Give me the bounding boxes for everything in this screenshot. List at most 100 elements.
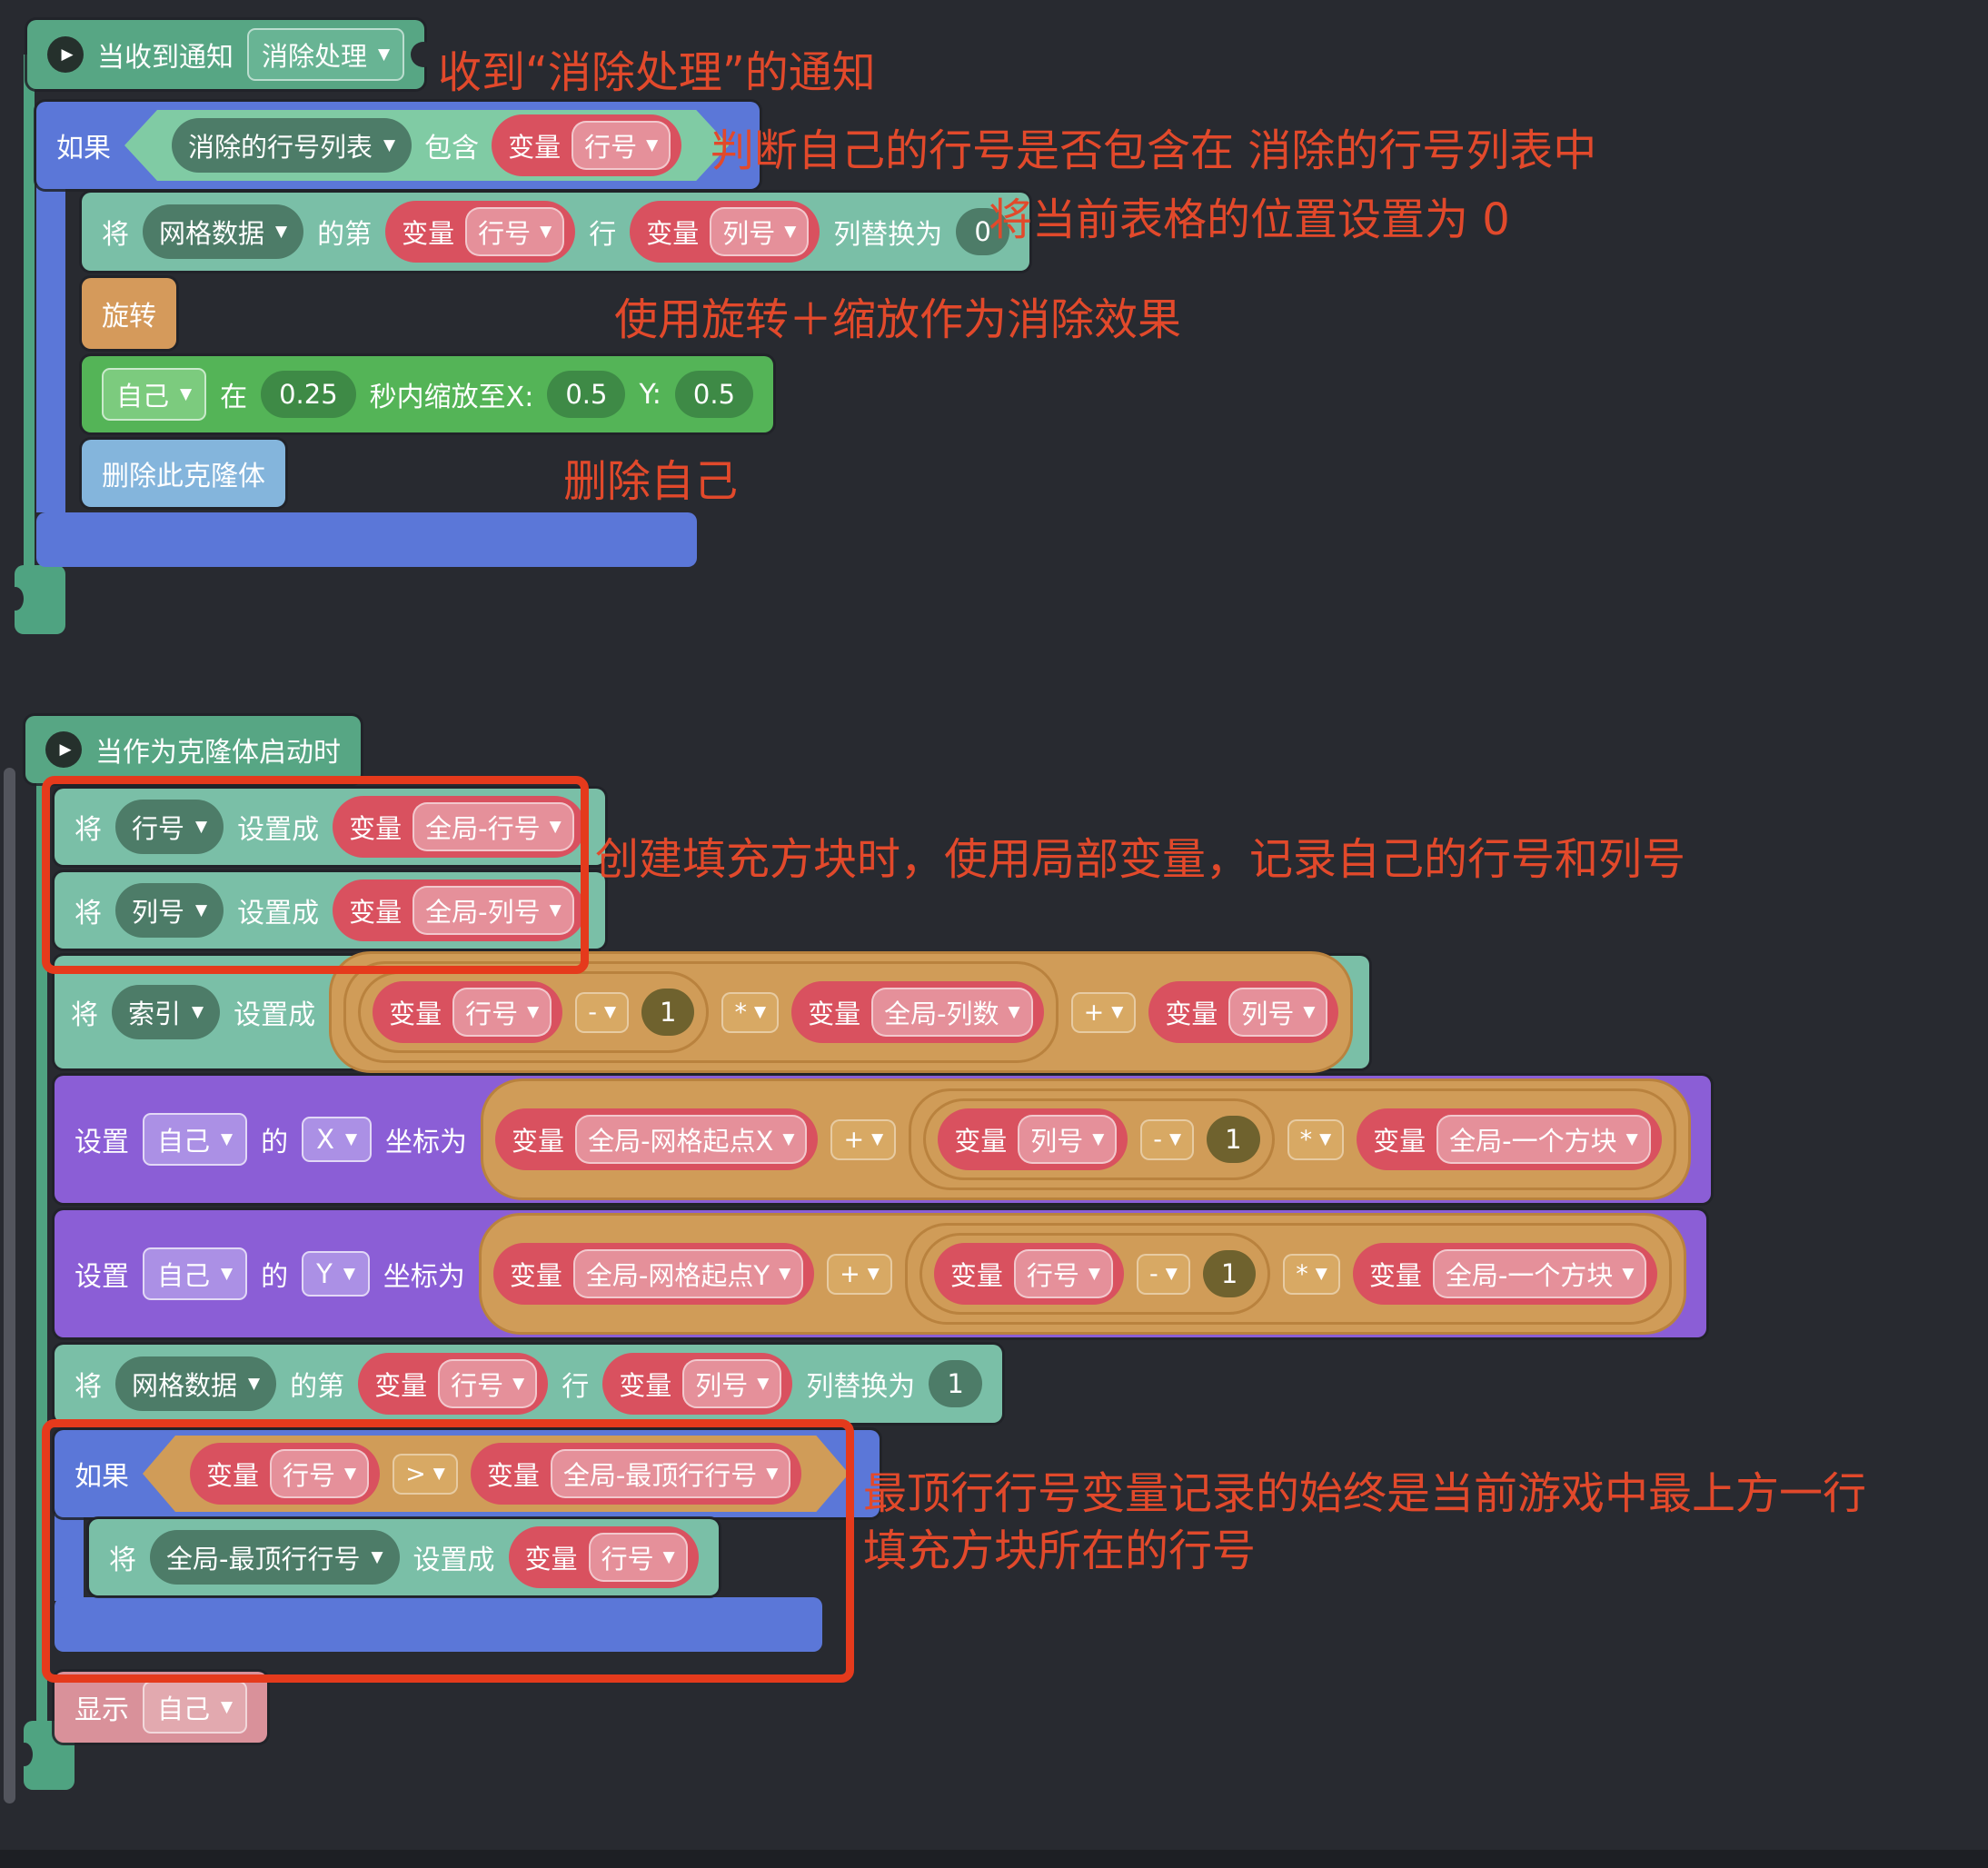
grid-list-dropdown[interactable]: 网格数据 ▼ [143,204,304,259]
variable-dropdown[interactable]: 全局-一个方块 ▼ [1436,1115,1651,1164]
variable-block[interactable]: 变量 行号 ▼ [373,981,563,1043]
grid-list-dropdown[interactable]: 网格数据 ▼ [115,1356,277,1411]
operator-dropdown[interactable]: * ▼ [1287,1118,1345,1160]
set-local-col-block[interactable]: 将 列号 ▼ 设置成 变量 全局-列号 ▼ [55,872,605,949]
condition-contains[interactable]: 消除的行号列表 ▼ 包含 变量 行号 ▼ [124,110,729,181]
variable-dropdown[interactable]: 行号 ▼ [588,1533,688,1582]
replace-grid-cell-1-block[interactable]: 将 网格数据 ▼ 的第 变量 行号 ▼ 行 变量 列号 ▼ 列替换为 1 [55,1345,1002,1423]
when-broadcast-received-block[interactable]: ▶ 当收到通知 消除处理 ▼ [27,20,437,89]
variable-block[interactable]: 变量 列号 ▼ [602,1353,793,1415]
variable-block[interactable]: 变量 行号 ▼ [933,1243,1124,1305]
target-dropdown[interactable]: 自己 ▼ [143,1113,248,1166]
variable-dropdown[interactable]: 行号 ▼ [270,1449,369,1498]
expression-add[interactable]: 变量 全局-网格起点X ▼ + ▼ 变量 列号 ▼ [481,1078,1691,1200]
scale-y-input[interactable]: 0.5 [674,371,754,418]
variable-block[interactable]: 变量 行号 ▼ [190,1443,380,1505]
variable-block[interactable]: 变量 全局-一个方块 ▼ [1352,1243,1658,1305]
axis-dropdown[interactable]: X ▼ [302,1117,373,1162]
variable-name-dropdown[interactable]: 列号 ▼ [115,883,224,938]
variable-name-dropdown[interactable]: 全局-最顶行行号 ▼ [150,1530,400,1585]
expression-multiply[interactable]: 变量 行号 ▼ - ▼ 1 * ▼ [904,1223,1673,1325]
if-block-2[interactable]: 如果 变量 行号 ▼ > ▼ 变量 全局-最顶行行号 ▼ [55,1430,880,1517]
show-block[interactable]: 显示 自己 ▼ [55,1672,268,1743]
variable-dropdown[interactable]: 全局-列号 ▼ [413,886,574,935]
variable-dropdown[interactable]: 全局-网格起点Y ▼ [572,1249,804,1298]
variable-dropdown[interactable]: 行号 ▼ [1013,1249,1113,1298]
expression-add[interactable]: 变量 全局-网格起点Y ▼ + ▼ 变量 行号 ▼ [478,1213,1687,1335]
number-input[interactable]: 1 [641,989,695,1036]
target-dropdown[interactable]: 自己 ▼ [143,1247,248,1300]
variable-block[interactable]: 变量 全局-列数 ▼ [791,981,1044,1043]
variable-block[interactable]: 变量 列号 ▼ [938,1108,1128,1170]
target-dropdown[interactable]: 自己 ▼ [102,368,207,421]
set-index-block[interactable]: 将 索引 ▼ 设置成 变量 行号 ▼ - ▼ [55,951,1370,1073]
when-started-as-clone-block[interactable]: ▶ 当作为克隆体启动时 [25,716,361,783]
set-top-row-block[interactable]: 将 全局-最顶行行号 ▼ 设置成 变量 行号 ▼ [89,1519,719,1595]
operator-dropdown[interactable]: + ▼ [1070,991,1137,1033]
operator-dropdown[interactable]: - ▼ [575,991,630,1033]
variable-dropdown[interactable]: 行号 ▼ [452,988,552,1037]
variable-block[interactable]: 变量 全局-最顶行行号 ▼ [471,1443,802,1505]
variable-dropdown[interactable]: 列号 ▼ [1018,1115,1118,1164]
set-local-row-block[interactable]: 将 行号 ▼ 设置成 变量 全局-行号 ▼ [55,789,605,865]
variable-dropdown[interactable]: 行号 ▼ [572,121,671,170]
variable-dropdown[interactable]: 全局-一个方块 ▼ [1432,1249,1647,1298]
expression-subtract[interactable]: 变量 行号 ▼ - ▼ 1 [358,971,710,1053]
variable-dropdown[interactable]: 行号 ▼ [465,207,565,256]
expression-subtract[interactable]: 变量 列号 ▼ - ▼ 1 [923,1098,1275,1180]
variable-dropdown[interactable]: 全局-行号 ▼ [413,802,574,851]
variable-block[interactable]: 变量 行号 ▼ [358,1353,549,1415]
variable-dropdown[interactable]: 列号 ▼ [682,1359,782,1408]
target-dropdown[interactable]: 自己 ▼ [143,1681,248,1734]
delete-clone-label: 删除此克隆体 [102,461,265,492]
broadcast-dropdown[interactable]: 消除处理 ▼ [247,28,405,81]
scale-x-input[interactable]: 0.5 [547,371,626,418]
expression-add[interactable]: 变量 行号 ▼ - ▼ 1 * ▼ [329,951,1354,1073]
variable-block[interactable]: 变量 全局-行号 ▼ [333,796,585,858]
operator-dropdown[interactable]: > ▼ [393,1454,458,1495]
left-scrollbar[interactable] [4,768,15,1803]
operator-dropdown[interactable]: * ▼ [1283,1253,1340,1295]
variable-block[interactable]: 变量 行号 ▼ [385,201,576,263]
variable-dropdown[interactable]: 列号 ▼ [1228,988,1328,1037]
variable-dropdown[interactable]: 全局-列数 ▼ [871,988,1033,1037]
expression-subtract[interactable]: 变量 行号 ▼ - ▼ 1 [919,1233,1271,1315]
expression-multiply[interactable]: 变量 行号 ▼ - ▼ 1 * ▼ [343,961,1059,1063]
variable-dropdown[interactable]: 列号 ▼ [710,207,810,256]
rotate-block[interactable]: 旋转 [82,278,176,349]
value-input[interactable]: 1 [929,1360,982,1407]
variable-block[interactable]: 变量 行号 ▼ [508,1526,699,1588]
variable-block[interactable]: 变量 列号 ▼ [1148,981,1339,1043]
variable-block[interactable]: 变量 全局-网格起点Y ▼ [492,1243,815,1305]
axis-dropdown[interactable]: Y ▼ [302,1251,370,1297]
variable-block[interactable]: 变量 全局-一个方块 ▼ [1357,1108,1662,1170]
delete-clone-block[interactable]: 删除此克隆体 [82,440,285,507]
operator-dropdown[interactable]: - ▼ [1136,1253,1190,1295]
variable-block[interactable]: 变量 行号 ▼ [492,114,681,176]
variable-dropdown[interactable]: 行号 ▼ [438,1359,538,1408]
variable-dropdown[interactable]: 全局-最顶行行号 ▼ [551,1449,791,1498]
operator-dropdown[interactable]: - ▼ [1140,1118,1195,1160]
variable-block[interactable]: 变量 全局-列号 ▼ [333,879,585,941]
variable-dropdown[interactable]: 全局-网格起点X ▼ [575,1115,808,1164]
number-input[interactable]: 1 [1207,1116,1260,1163]
variable-block[interactable]: 变量 全局-网格起点X ▼ [495,1108,819,1170]
variable-name-dropdown[interactable]: 索引 ▼ [112,985,221,1039]
list-dropdown[interactable]: 消除的行号列表 ▼ [172,118,412,173]
operator-dropdown[interactable]: + ▼ [830,1118,897,1160]
scale-over-time-block[interactable]: 自己 ▼ 在 0.25 秒内缩放至X: 0.5 Y: 0.5 [82,356,774,432]
variable-block[interactable]: 变量 列号 ▼ [630,201,820,263]
number-input[interactable]: 1 [1202,1250,1257,1297]
variable-name-dropdown[interactable]: 行号 ▼ [115,800,224,854]
script1-foot-block[interactable] [7,565,65,634]
operator-dropdown[interactable]: * ▼ [721,991,780,1033]
operator-dropdown[interactable]: + ▼ [827,1253,892,1295]
replace-grid-cell-0-block[interactable]: 将 网格数据 ▼ 的第 变量 行号 ▼ 行 变量 列号 ▼ 列替换为 0 [82,193,1029,271]
if-block-1[interactable]: 如果 消除的行号列表 ▼ 包含 变量 行号 ▼ [36,102,760,189]
set-x-coordinate-block[interactable]: 设置 自己 ▼ 的 X ▼ 坐标为 变量 全局-网格起点X ▼ + ▼ [55,1076,1711,1203]
value-input[interactable]: 0 [956,208,1009,255]
set-y-coordinate-block[interactable]: 设置 自己 ▼ 的 Y ▼ 坐标为 变量 全局-网格起点Y ▼ + ▼ [55,1210,1707,1337]
expression-multiply[interactable]: 变量 列号 ▼ - ▼ 1 * ▼ [909,1088,1676,1190]
duration-input[interactable]: 0.25 [261,371,356,418]
condition-greater-than[interactable]: 变量 行号 ▼ > ▼ 变量 全局-最顶行行号 ▼ [143,1436,849,1512]
